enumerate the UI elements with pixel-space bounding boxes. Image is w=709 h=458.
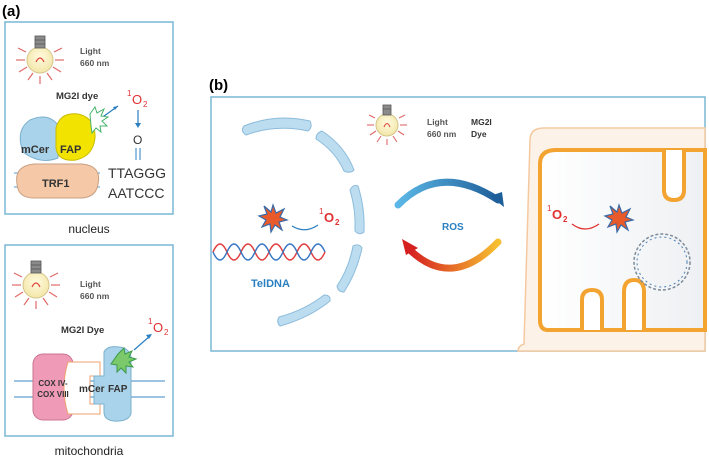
dna-strand-blue xyxy=(212,243,326,261)
crista xyxy=(580,287,604,330)
nucleus-dye-label: MG2I dye xyxy=(56,91,98,102)
sequence-bottom: AATCCC xyxy=(108,185,165,201)
nucleus-wavelength-label: 660 nm xyxy=(80,58,110,68)
excitation-burst-icon xyxy=(110,346,138,375)
dye-starburst-icon xyxy=(257,203,289,234)
mitochondria-caption: mitochondria xyxy=(55,444,124,458)
cell-panel: Light 660 nm MG2I Dye 1 O 2 TelDNA xyxy=(210,96,707,352)
light-bulb-icon xyxy=(12,260,60,309)
cell-nucleus-singlet-sup: 1 xyxy=(319,207,324,216)
nucleus-singlet-sup: 1 xyxy=(127,89,132,98)
mitochondria-panel: Light 660 nm MG2I Dye 1 O 2 COX IV- COX … xyxy=(4,244,174,437)
dye-starburst-icon xyxy=(603,203,635,234)
nuclear-envelope-segment xyxy=(241,117,312,136)
fap-label-mito: FAP xyxy=(108,384,128,395)
light-bulb-icon xyxy=(367,104,407,145)
sequence-top: TTAGGG xyxy=(108,165,166,181)
panel-b-label: (b) xyxy=(209,77,228,94)
nucleus-singlet-oxygen: O xyxy=(132,92,142,107)
nuclear-envelope-segment xyxy=(349,185,365,235)
mito-wavelength-label: 660 nm xyxy=(80,291,110,301)
cox-label-1: COX IV- xyxy=(38,379,68,388)
cell-mito-singlet-sup: 1 xyxy=(547,204,552,213)
mito-singlet-sub: 2 xyxy=(164,328,169,337)
crista xyxy=(622,277,646,330)
trf1-protein xyxy=(16,163,100,199)
telomere-dna-helix xyxy=(212,243,326,261)
cell-light-label: Light xyxy=(427,117,448,127)
excitation-burst-icon xyxy=(89,105,110,135)
nucleus-down-arrowhead xyxy=(135,123,141,128)
mito-reaction-arrow xyxy=(571,223,600,230)
mito-singlet-sup: 1 xyxy=(148,317,153,326)
nucleus-singlet-sub: 2 xyxy=(143,100,148,109)
crista xyxy=(662,150,686,203)
cell-mito-singlet-sub: 2 xyxy=(563,215,568,224)
fap-protein xyxy=(55,113,96,161)
mtdna-ring xyxy=(633,233,691,291)
cell-nucleus-singlet-sub: 2 xyxy=(335,218,340,227)
mcer-label: mCer xyxy=(21,144,50,156)
mito-emission-arrow xyxy=(133,335,151,351)
ros-arrowhead-top xyxy=(490,192,504,207)
cox-label-2: COX VIII xyxy=(37,390,69,399)
mito-singlet-oxygen: O xyxy=(153,320,163,335)
nucleus-o-label: O xyxy=(133,133,142,147)
nuclear-envelope-segment xyxy=(277,294,331,327)
nucleus-light-label: Light xyxy=(80,46,101,56)
mcer-protein xyxy=(19,116,59,161)
trf1-label: TRF1 xyxy=(42,178,70,190)
ros-arrowhead-bottom xyxy=(402,239,418,255)
ros-arrow-bottom xyxy=(406,238,502,272)
nucleus-emission-arrowhead xyxy=(113,106,118,110)
nucleus-reaction-arrow xyxy=(291,224,319,231)
nuclear-envelope-segment xyxy=(315,130,355,173)
ros-arrow-top xyxy=(394,178,502,209)
mito-light-label: Light xyxy=(80,279,101,289)
light-bulb-icon xyxy=(16,35,64,84)
mito-emission-arrowhead xyxy=(146,334,152,339)
nuclear-envelope xyxy=(241,117,365,327)
mcer-label-mito: mCer xyxy=(79,384,105,395)
panel-a-label: (a) xyxy=(2,3,20,20)
mcer-protein-mito xyxy=(63,361,101,415)
mito-dye-label: MG2I Dye xyxy=(61,325,104,336)
nucleus-caption: nucleus xyxy=(68,222,109,236)
cell-nucleus-singlet-oxygen: O xyxy=(324,210,334,225)
nucleus-panel: Light 660 nm MG2I dye 1 O 2 O mCer FAP T… xyxy=(4,21,174,215)
cell-mito-singlet-oxygen: O xyxy=(552,207,562,222)
fap-label: FAP xyxy=(60,144,81,156)
mtdna-ring-inner xyxy=(636,236,688,288)
cell-wavelength-label: 660 nm xyxy=(427,129,457,139)
mitochondrion xyxy=(517,127,707,352)
nuclear-envelope-segment xyxy=(336,244,363,293)
teldna-label: TelDNA xyxy=(251,278,290,290)
ros-label: ROS xyxy=(442,222,464,233)
cell-dye-label-1: MG2I xyxy=(471,117,492,127)
cell-dye-label-2: Dye xyxy=(471,129,487,139)
